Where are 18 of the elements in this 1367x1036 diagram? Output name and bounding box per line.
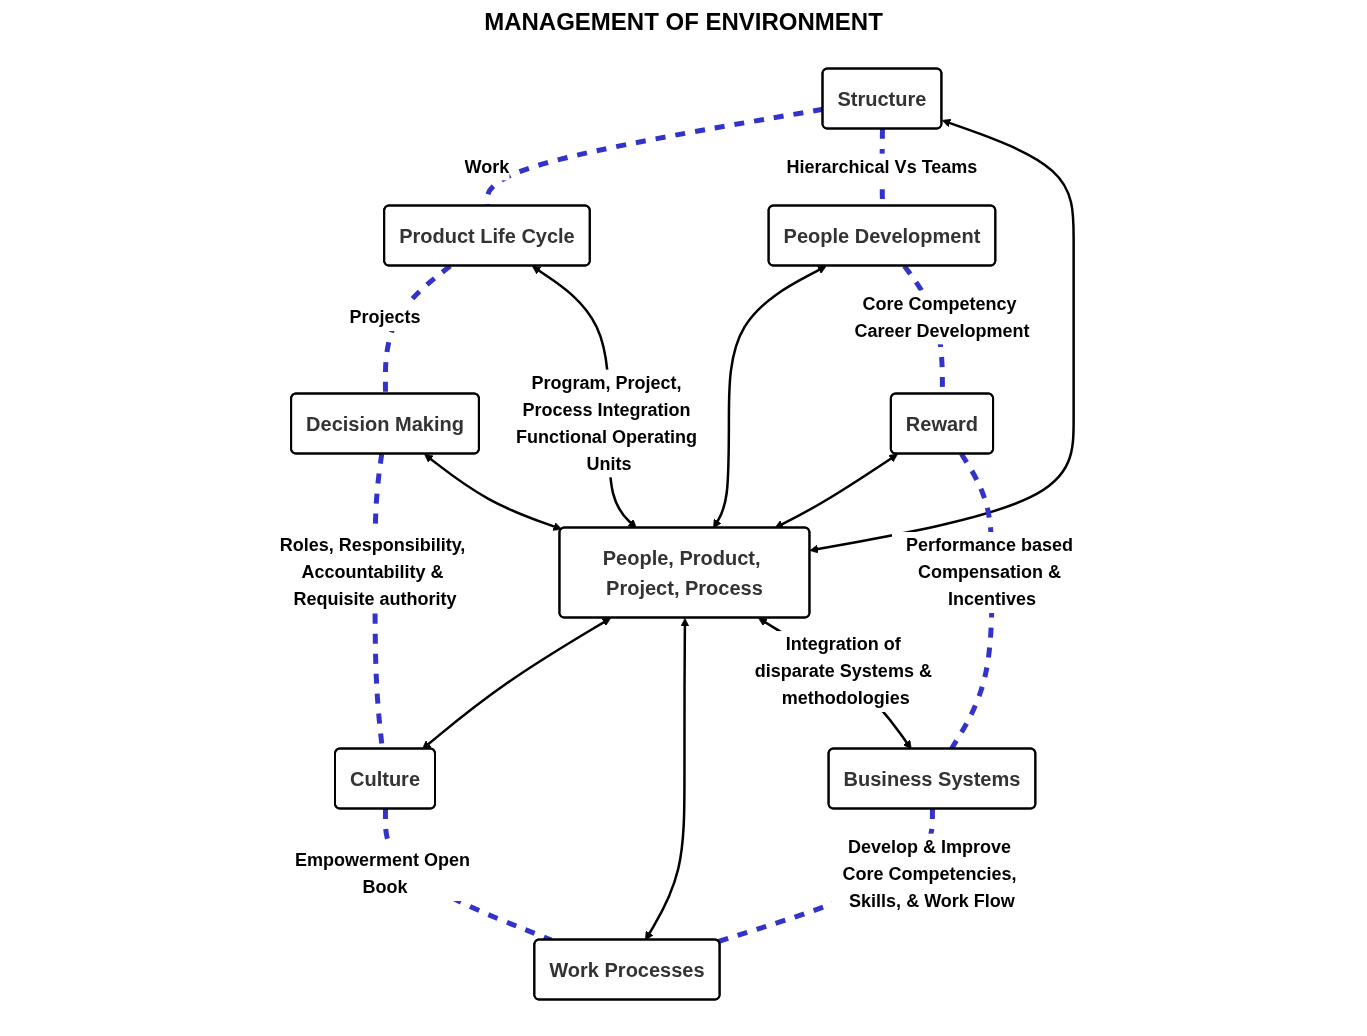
arrow: [774, 453, 898, 529]
arrow: [645, 618, 690, 941]
edge-label: Work: [464, 156, 510, 177]
edge-label: Hierarchical Vs Teams: [786, 156, 978, 177]
diagram-title: MANAGEMENT OF ENVIRONMENT: [483, 8, 884, 36]
arrow: [713, 265, 827, 529]
connector: [382, 264, 452, 394]
edge-label: Develop & Improve Core Competencies, Skills, & Work Flow: [842, 836, 1017, 911]
edge-label: Roles, Responsibility, Accountability & Requisite authority: [279, 535, 466, 609]
edge-label: Core Competency Career Development: [854, 293, 1030, 341]
arrow: [422, 617, 611, 750]
arrow: [424, 453, 563, 531]
edge-label: Empowerment Open Book: [295, 850, 471, 897]
edge-label: Performance based Compensation & Incentives: [905, 535, 1073, 609]
arrow: [809, 118, 1075, 554]
edge-label: Integration of disparate Systems & methodologies: [754, 634, 932, 709]
edge-label: Program, Project, Process Integration Functional Operating Units: [515, 372, 697, 474]
edge-label: Projects: [349, 307, 421, 327]
